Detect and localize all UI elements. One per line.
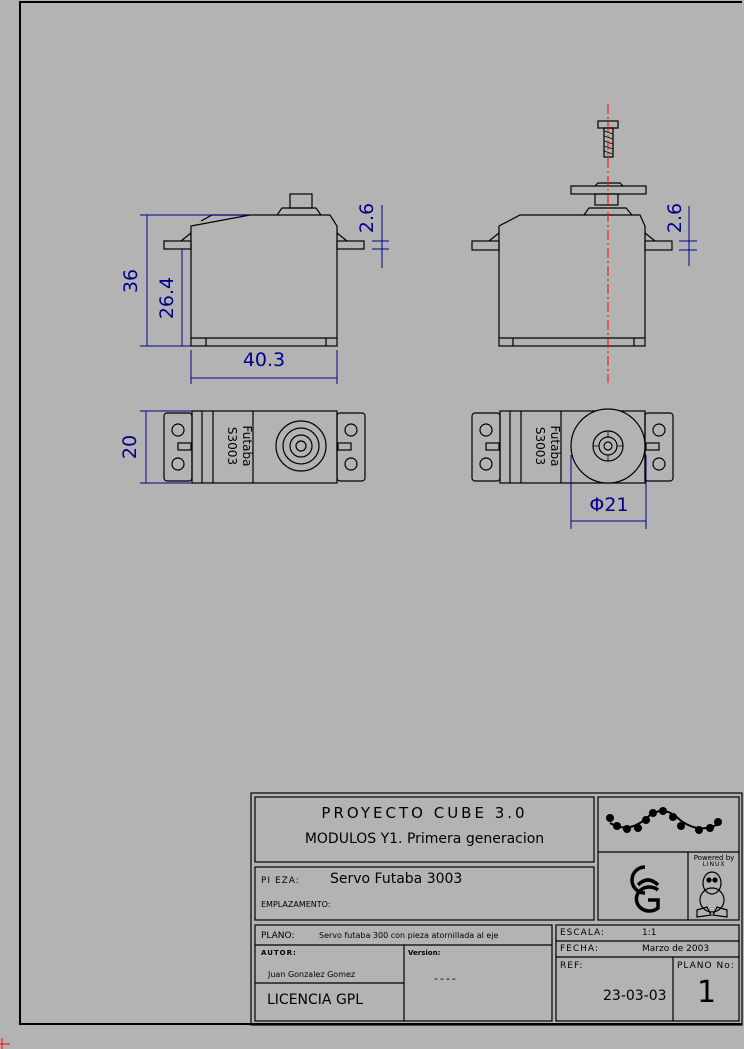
- dim-horn-diameter: Φ21: [589, 494, 628, 516]
- gg-logo-icon: [630, 865, 660, 913]
- plano-no-label: PLANO No:: [677, 961, 735, 971]
- wave-dots-logo-icon: [606, 807, 722, 834]
- front-view-right: [471, 120, 673, 347]
- top-view-right: [471, 408, 674, 484]
- ref-value: 23-03-03: [603, 988, 667, 1004]
- powered-by-label: Powered by: [693, 854, 735, 862]
- fecha-value: Marzo de 2003: [642, 944, 710, 954]
- drawing-sheet-border: [19, 1, 742, 1025]
- version-value: ----: [434, 972, 458, 985]
- model-label-left: S3003: [225, 427, 239, 465]
- linux-label: LINUX: [702, 861, 726, 868]
- dim-height-total: 36: [120, 269, 142, 293]
- dim-width-body: 40.3: [243, 349, 285, 371]
- brand-label-left: Futaba: [240, 426, 254, 467]
- front-view-left: [163, 193, 365, 347]
- escala-label: ESCALA:: [560, 928, 606, 938]
- dim-flange-right: 2.6: [664, 203, 686, 233]
- dimension-lines: [140, 205, 697, 529]
- dim-depth: 20: [119, 435, 141, 459]
- escala-value: 1:1: [642, 928, 657, 938]
- fecha-label: FECHA:: [560, 944, 599, 954]
- plano-no-value: 1: [697, 975, 717, 1010]
- dimension-texts: 36 26.4 40.3 2.6 2.6 20 Φ21: [119, 203, 686, 516]
- version-label: Version:: [408, 949, 441, 957]
- plano-label: PLANO:: [261, 931, 295, 941]
- pieza-label: PI EZA:: [261, 876, 300, 886]
- tux-penguin-icon: [696, 871, 728, 918]
- top-view-left: [163, 410, 366, 484]
- project-subtitle: MODULOS Y1. Primera generacion: [304, 831, 545, 847]
- dim-height-body: 26.4: [156, 277, 178, 319]
- brand-label-right: Futaba: [548, 426, 562, 467]
- emplazamiento-label: EMPLAZAMENTO:: [261, 900, 331, 909]
- project-title: PROYECTO CUBE 3.0: [321, 804, 528, 822]
- licencia-label: LICENCIA GPL: [267, 992, 364, 1008]
- pieza-value: Servo Futaba 3003: [330, 871, 463, 887]
- plano-value: Servo futaba 300 con pieza atornillada a…: [319, 931, 499, 940]
- autor-value: Juan Gonzalez Gomez: [268, 970, 356, 979]
- dim-flange-left: 2.6: [356, 203, 378, 233]
- autor-label: AUTOR:: [261, 949, 297, 957]
- origin-marker-icon: [0, 1038, 10, 1049]
- model-label-right: S3003: [533, 427, 547, 465]
- title-block-frame: [250, 792, 743, 1026]
- ref-label: REF:: [560, 961, 584, 971]
